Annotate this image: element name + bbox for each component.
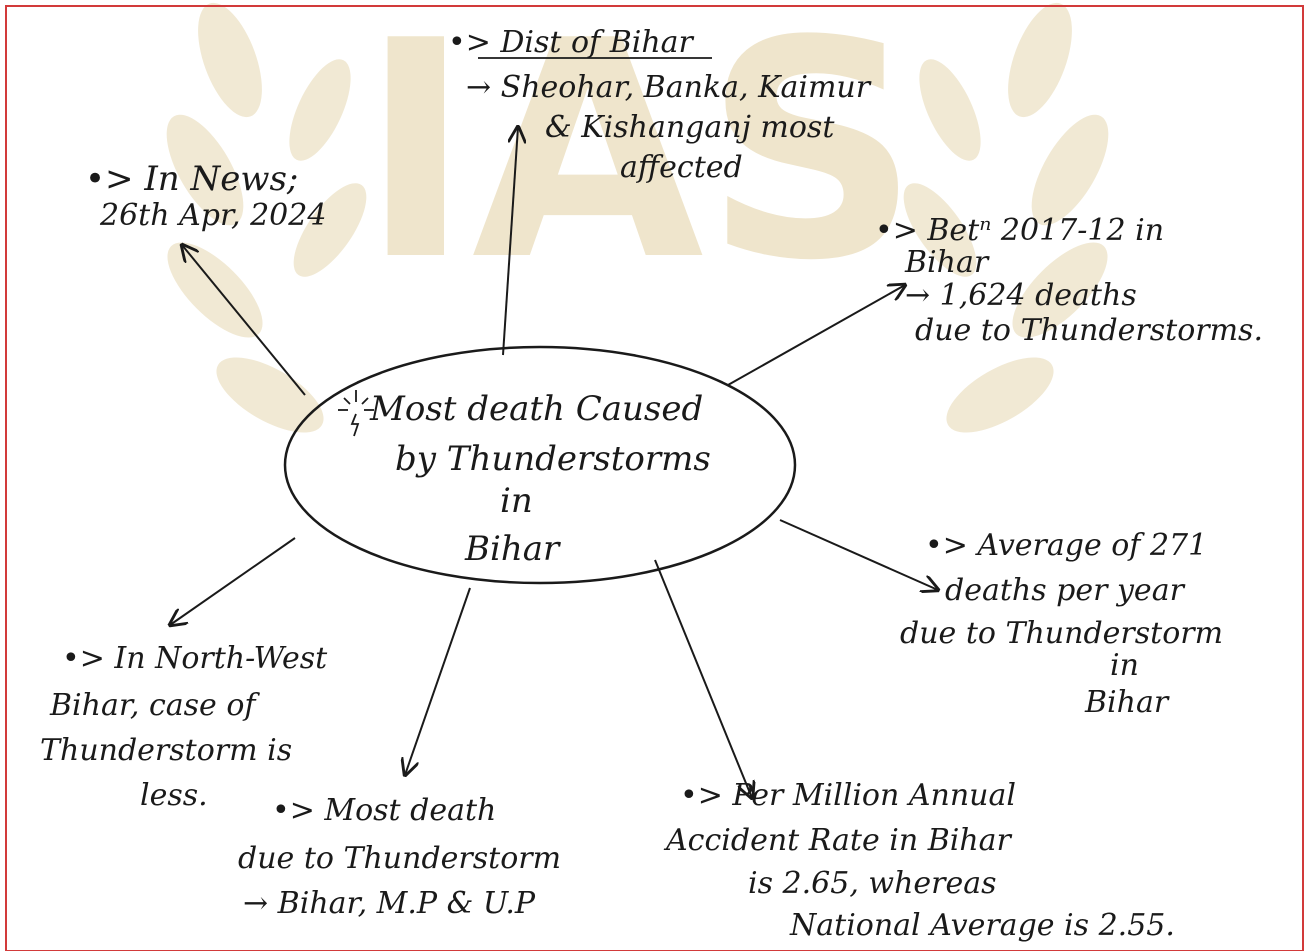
districts-title: •> Dist of Bihar: [448, 25, 695, 60]
between-line-2: Bihar: [904, 245, 990, 280]
between-line-1: •> Betⁿ 2017-12 in: [875, 213, 1164, 248]
connectors: [170, 127, 938, 798]
center-node: Most death Caused by Thunderstorms in Bi…: [283, 345, 797, 585]
center-line-3: in: [500, 481, 533, 521]
most-line-1: •> Most death: [272, 793, 496, 828]
rate-line-4: National Average is 2.55.: [789, 908, 1175, 943]
arrow-to-between: [727, 285, 905, 386]
rate-line-1: •> Per Million Annual: [680, 778, 1016, 813]
average-line-2: deaths per year: [945, 573, 1186, 608]
center-line-2: by Thunderstorms: [395, 439, 711, 479]
page-border: [5, 5, 1304, 951]
lightning-icon: [338, 390, 374, 437]
node-districts: •> Dist of Bihar → Sheohar, Banka, Kaimu…: [448, 25, 872, 185]
between-line-4: due to Thunderstorms.: [915, 313, 1263, 348]
center-line-4: Bihar: [464, 529, 561, 569]
most-line-2: due to Thunderstorm: [238, 841, 561, 876]
arrow-to-northwest: [170, 537, 296, 625]
node-northwest: •> In North-West Bihar, case of Thunders…: [40, 641, 328, 813]
watermark-text: IAS: [360, 0, 920, 326]
districts-line-2: & Kishanganj most: [545, 110, 835, 145]
northwest-line-1: •> In North-West: [62, 641, 328, 676]
districts-line-3: affected: [620, 150, 743, 185]
rate-line-3: is 2.65, whereas: [748, 866, 997, 901]
node-average: •> Average of 271 deaths per year due to…: [900, 528, 1223, 720]
average-line-3: due to Thunderstorm: [900, 616, 1223, 651]
news-line-1: •> In News;: [85, 159, 298, 199]
average-line-1: •> Average of 271: [925, 528, 1207, 563]
arrow-to-average: [779, 519, 938, 590]
node-news: •> In News; 26th Apr, 2024: [85, 159, 326, 233]
laurel-left-icon: [166, 2, 367, 433]
average-line-4: in: [1110, 648, 1139, 683]
laurel-right-icon: [903, 2, 1109, 433]
northwest-line-4: less.: [140, 778, 208, 813]
between-line-3: → 1,624 deaths: [905, 278, 1137, 313]
node-rate: •> Per Million Annual Accident Rate in B…: [663, 778, 1175, 943]
node-between: •> Betⁿ 2017-12 in Bihar → 1,624 deaths …: [875, 213, 1263, 348]
average-line-5: Bihar: [1084, 685, 1170, 720]
northwest-line-3: Thunderstorm is: [40, 733, 292, 768]
arrow-to-most: [405, 587, 471, 775]
node-most: •> Most death due to Thunderstorm → Biha…: [238, 793, 561, 921]
most-line-3: → Bihar, M.P & U.P: [243, 886, 536, 921]
center-line-1: Most death Caused: [369, 389, 703, 429]
districts-line-1: → Sheohar, Banka, Kaimur: [466, 70, 872, 105]
arrow-to-news: [182, 245, 306, 396]
arrow-to-rate: [654, 559, 752, 798]
arrow-to-districts: [502, 127, 518, 356]
northwest-line-2: Bihar, case of: [49, 688, 260, 723]
news-line-2: 26th Apr, 2024: [99, 198, 326, 233]
watermark: IAS: [166, 0, 1109, 433]
center-ellipse: [283, 345, 797, 585]
rate-line-2: Accident Rate in Bihar: [663, 823, 1013, 858]
